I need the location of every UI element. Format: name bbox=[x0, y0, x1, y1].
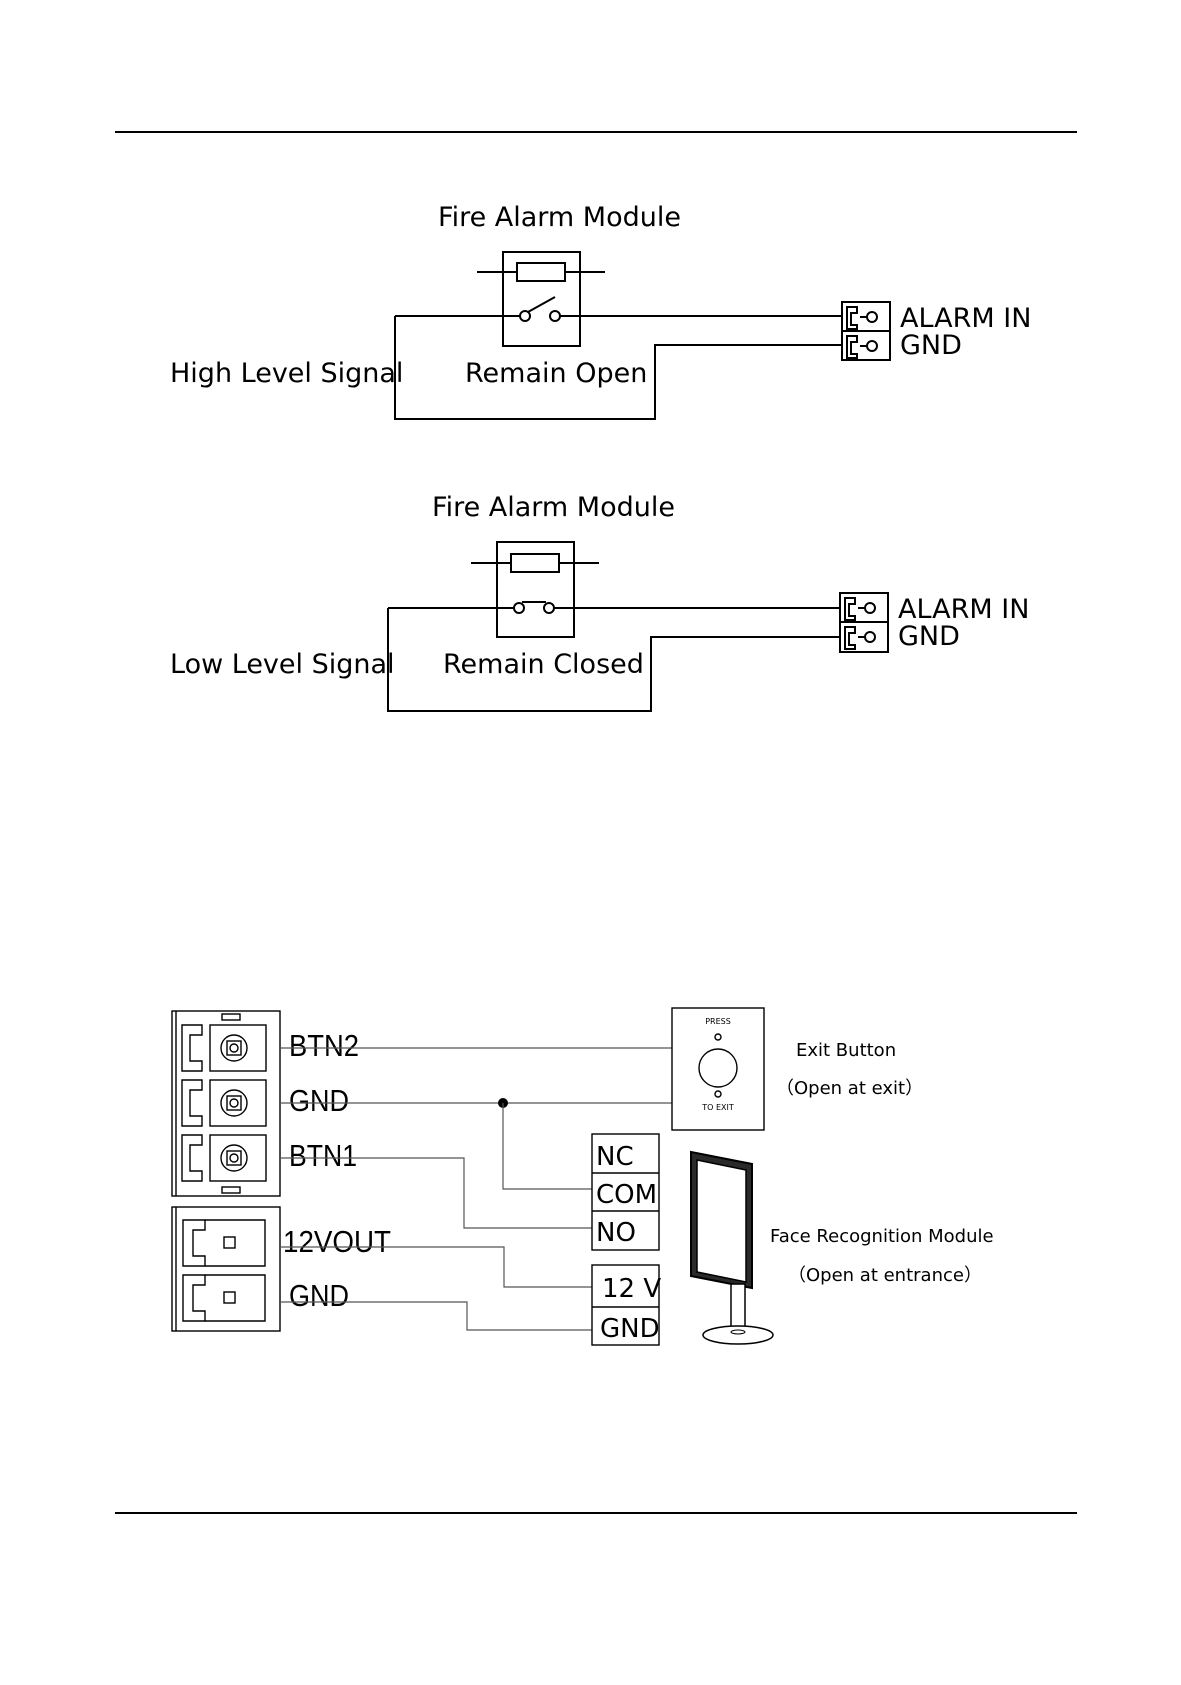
terminal-label-gnd: GND bbox=[289, 1083, 349, 1118]
terminal-label-btn2: BTN2 bbox=[289, 1028, 359, 1063]
power-label-gnd: GND bbox=[600, 1314, 660, 1344]
face-recognition-terminal-icon bbox=[691, 1152, 773, 1344]
resistor-symbol bbox=[517, 263, 565, 281]
relay-label-no: NO bbox=[596, 1218, 636, 1248]
terminal-label-btn1: BTN1 bbox=[289, 1138, 357, 1173]
face-module-title: Face Recognition Module bbox=[770, 1226, 994, 1247]
terminal-label-12vout: 12VOUT bbox=[283, 1224, 391, 1259]
exit-button-note: （Open at exit） bbox=[776, 1078, 923, 1099]
gnd-label: GND bbox=[898, 621, 960, 652]
fire-alarm-module-box bbox=[497, 542, 574, 637]
alarm-terminal-block bbox=[842, 302, 890, 360]
terminal-label-gnd-power: GND bbox=[289, 1278, 349, 1313]
fire-alarm-module-title: Fire Alarm Module bbox=[438, 202, 681, 233]
switch-state-label: Remain Closed bbox=[443, 649, 644, 680]
open-switch-symbol bbox=[520, 297, 560, 321]
signal-level-label: Low Level Signal bbox=[170, 649, 395, 680]
relay-label-nc: NC bbox=[596, 1142, 634, 1172]
fire-alarm-module-title: Fire Alarm Module bbox=[432, 492, 675, 523]
power-terminal-block bbox=[172, 1207, 280, 1331]
exit-plate-top-text: PRESS bbox=[705, 1017, 731, 1026]
exit-plate-bottom-text: TO EXIT bbox=[701, 1103, 734, 1112]
power-label-12v: 12 V bbox=[602, 1274, 661, 1304]
signal-level-label: High Level Signal bbox=[170, 358, 403, 389]
relay-label-com: COM bbox=[596, 1180, 657, 1210]
button-terminal-block bbox=[172, 1011, 280, 1196]
fire-alarm-module-box bbox=[503, 252, 580, 346]
low-level-signal-diagram: Fire Alarm Module ALARM IN GND Low Level… bbox=[170, 492, 1029, 711]
closed-switch-symbol bbox=[514, 602, 554, 613]
exit-button-title: Exit Button bbox=[796, 1040, 896, 1061]
high-level-signal-diagram: Fire Alarm Module ALARM IN GND bbox=[170, 202, 1031, 419]
switch-state-label: Remain Open bbox=[465, 358, 647, 389]
resistor-symbol bbox=[511, 554, 559, 572]
alarm-terminal-block bbox=[840, 593, 888, 652]
face-module-note: （Open at entrance） bbox=[788, 1265, 982, 1286]
exit-button-icon: PRESS TO EXIT bbox=[672, 1008, 764, 1130]
exit-button-wiring-diagram: BTN2 GND BTN1 12VOUT GND PRESS TO EXIT E… bbox=[172, 1008, 994, 1345]
gnd-label: GND bbox=[900, 330, 962, 361]
